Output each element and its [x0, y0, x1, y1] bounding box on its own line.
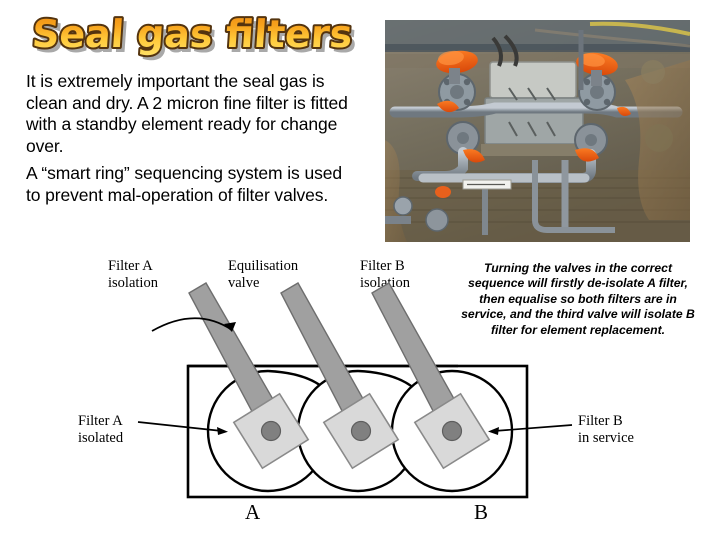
callout-arrow-right-line: [493, 424, 573, 432]
title-outline-text: Seal gas filters: [31, 12, 354, 56]
rotation-arrow: [151, 317, 236, 332]
valve-b-hub: [441, 420, 463, 442]
rotation-arrow-curve: [151, 317, 233, 332]
callout-arrow-left-head: [217, 427, 228, 435]
page-title: Seal gas filters Seal gas filters Seal g…: [30, 8, 360, 64]
filter-valve-diagram: [137, 282, 573, 499]
valve-a-hub: [260, 420, 282, 442]
valve-equil-hub: [350, 420, 372, 442]
rotation-arrow-head: [224, 322, 236, 332]
label-filter-b-in-service: Filter B in service: [578, 413, 634, 446]
label-equilisation-valve: Equilisation valve: [228, 258, 299, 291]
sequence-note: Turning the valves in the correct sequen…: [461, 261, 695, 337]
label-filter-b-isolation: Filter B isolation: [360, 258, 410, 291]
title-shadow-text: Seal gas filters: [34, 16, 357, 60]
valve-filter-b[interactable]: [371, 282, 491, 470]
title-wordart-svg: Seal gas filters Seal gas filters Seal g…: [30, 10, 359, 61]
label-filter-a-isolation: Filter A isolation: [108, 258, 158, 291]
seal-gas-filter-photo: [385, 20, 690, 242]
callout-arrow-right: [488, 424, 573, 435]
callout-arrow-left-line: [137, 421, 223, 432]
callout-arrow-left: [137, 421, 228, 435]
body-paragraph-1: It is extremely important the seal gas i…: [26, 71, 348, 156]
body-paragraph-2: A “smart ring” sequencing system is used…: [26, 163, 342, 205]
callout-arrow-right-head: [488, 427, 499, 435]
label-filter-b: B: [474, 500, 489, 524]
valve-equilisation[interactable]: [280, 282, 400, 470]
label-filter-a-isolated: Filter A isolated: [78, 413, 124, 446]
title-fill-text: Seal gas filters: [31, 12, 354, 56]
label-filter-a: A: [245, 500, 261, 524]
photo-illustration: [385, 20, 690, 242]
